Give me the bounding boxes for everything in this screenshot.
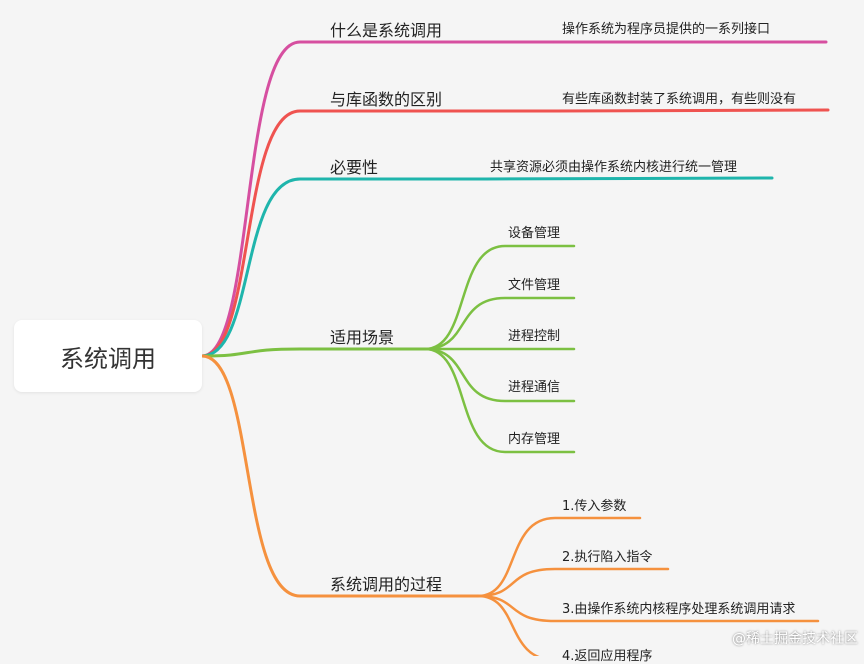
link-process-3	[476, 594, 541, 656]
link-definition	[200, 40, 557, 358]
link-vs-library	[200, 109, 557, 358]
branch-label-process[interactable]: 系统调用的过程	[330, 575, 443, 594]
leaf-file-mgmt[interactable]: 文件管理	[508, 278, 561, 293]
branch-label-scenarios[interactable]: 适用场景	[330, 328, 395, 347]
leaf-vs-library[interactable]: 有些库函数封装了系统调用，有些则没有	[562, 92, 797, 107]
root-node[interactable]: 系统调用	[14, 320, 202, 392]
root-label: 系统调用	[60, 344, 156, 373]
link-scenario-4	[423, 347, 576, 454]
branch-label-necessity[interactable]: 必要性	[330, 158, 379, 177]
watermark: @稀土掘金技术社区	[732, 631, 858, 647]
link-process-2	[476, 594, 820, 623]
leaf-pass-params[interactable]: 1.传入参数	[562, 499, 627, 514]
leaf-process-control[interactable]: 进程控制	[508, 329, 561, 344]
link-leaf-necessity	[483, 176, 774, 181]
link-scenario-1	[423, 296, 576, 351]
link-process-1	[476, 567, 670, 598]
leaf-kernel-handle[interactable]: 3.由操作系统内核程序处理系统调用请求	[562, 602, 796, 617]
leaf-device-mgmt[interactable]: 设备管理	[508, 226, 561, 241]
branch-label-vs-library[interactable]: 与库函数的区别	[330, 90, 443, 109]
leaf-necessity[interactable]: 共享资源必须由操作系统内核进行统一管理	[490, 160, 738, 175]
link-necessity	[200, 177, 487, 358]
leaf-return-app[interactable]: 4.返回应用程序	[562, 649, 653, 664]
link-scenario-0	[423, 244, 576, 351]
leaf-definition[interactable]: 操作系统为程序员提供的一系列接口	[562, 22, 771, 37]
link-leaf-vs-library	[553, 108, 830, 113]
link-process	[200, 354, 480, 598]
branch-label-definition[interactable]: 什么是系统调用	[330, 21, 443, 40]
link-scenario-3	[423, 347, 576, 403]
leaf-memory-mgmt[interactable]: 内存管理	[508, 432, 561, 447]
link-process-0	[476, 516, 642, 598]
leaf-process-comm[interactable]: 进程通信	[508, 380, 561, 395]
leaf-trap-instruction[interactable]: 2.执行陷入指令	[562, 550, 653, 565]
link-scenarios	[200, 347, 427, 358]
